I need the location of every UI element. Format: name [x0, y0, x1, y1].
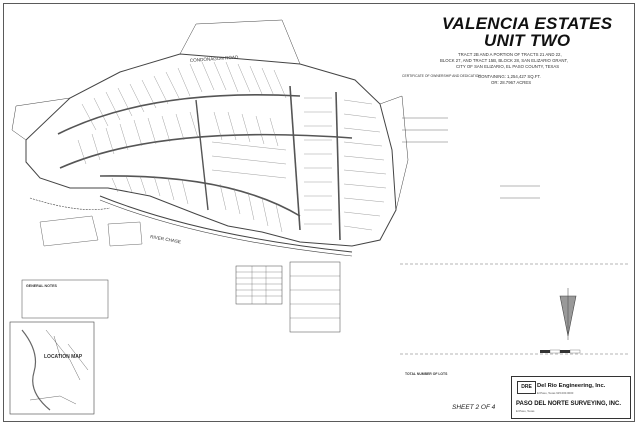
total-lots-label: TOTAL NUMBER OF LOTS	[405, 372, 448, 376]
title-line-1: VALENCIA ESTATES	[442, 14, 613, 33]
road-top-label: CONDONAGON ROAD	[190, 55, 239, 63]
area-sqft: CONTAINING: 1,254,427 SQ.FT.	[478, 74, 541, 79]
street-6	[195, 99, 209, 211]
parcel-strip-right	[379, 95, 409, 211]
company-logo: DRE	[517, 381, 536, 394]
street-4	[289, 85, 301, 231]
location-map-label: LOCATION MAP	[44, 354, 83, 360]
general-notes-label: GENERAL NOTES	[26, 284, 57, 288]
certificate-label: CERTIFICATE OF OWNERSHIP AND DEDICATION	[402, 74, 481, 78]
engineering-company-address: El Paso, Texas 915.000.0000	[537, 391, 574, 395]
road-curve-2	[99, 199, 353, 257]
legal-description-1: TRACT 2B AND A PORTION OF TRACTS 21 AND …	[458, 52, 562, 57]
location-map-rio	[21, 329, 51, 411]
street-1	[57, 94, 301, 135]
subdivision-boundary	[25, 53, 397, 247]
legal-description-3: CITY OF SAN ELIZARIO, EL PASO COUNTY, TE…	[456, 64, 560, 69]
engineering-company-name: Del Rio Engineering, Inc.	[537, 383, 606, 389]
surveying-company-address: El Paso, Texas	[516, 409, 535, 413]
legal-description-2: BLOCK 27, AND TRACT 15B, BLOCK 28, SAN E…	[440, 58, 568, 63]
lot-table	[289, 261, 341, 333]
lot-lines	[77, 61, 387, 233]
title-line-2: UNIT TWO	[484, 31, 571, 50]
drain-channel	[29, 197, 111, 210]
street-2	[59, 133, 353, 169]
general-notes-box	[21, 279, 109, 319]
sheet-number: SHEET 2 OF 4	[452, 404, 496, 411]
curve-table	[235, 265, 283, 305]
parcel-strip-left	[11, 97, 71, 141]
surveying-company-name: PASO DEL NORTE SURVEYING, INC.	[516, 401, 622, 407]
sheet-border	[3, 3, 635, 422]
road-bottom-label: RIVER CHASE	[150, 234, 182, 244]
area-acres: OR: 28.7967 ACRES	[491, 80, 532, 85]
street-5	[335, 91, 341, 241]
road-curve	[99, 195, 353, 253]
title-block: DRE Del Rio Engineering, Inc. El Paso, T…	[511, 376, 631, 419]
scale-bar	[540, 349, 581, 354]
location-map-frame	[9, 321, 95, 415]
parcel-strip-top	[179, 19, 301, 65]
street-3	[99, 175, 301, 217]
